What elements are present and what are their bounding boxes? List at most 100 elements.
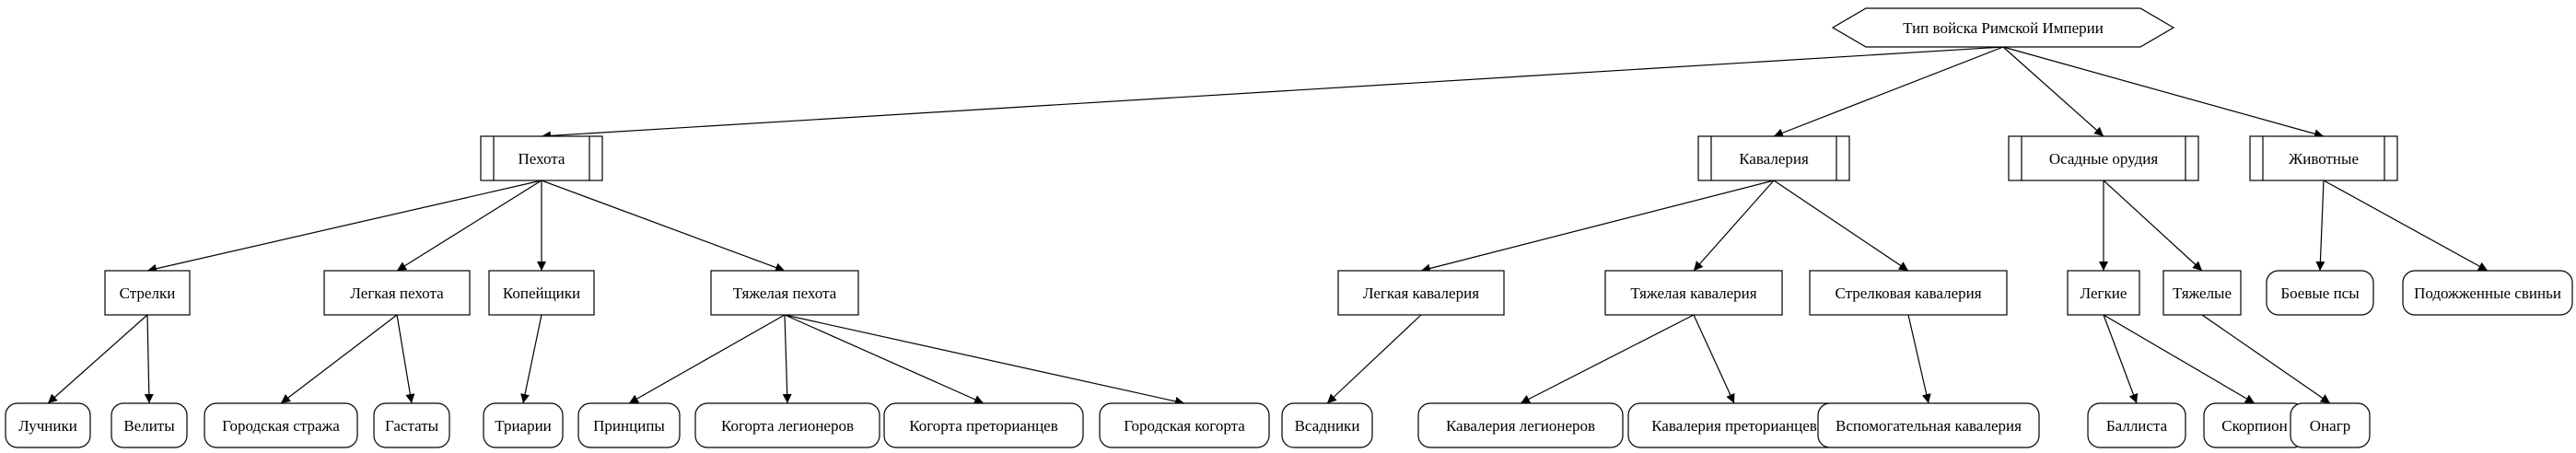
node-shape-rounded-box <box>1417 402 1624 448</box>
node-label-heavy-cavalry: Тяжелая кавалерия <box>1630 285 1756 302</box>
node-label-animals: Животные <box>2289 150 2359 168</box>
node-label-bowmen: Лучники <box>18 417 77 435</box>
node-shape-rounded-box <box>204 402 358 448</box>
node-shape-rounded-box <box>373 402 450 448</box>
node-label-ballista: Баллиста <box>2106 417 2168 435</box>
node-urban-cohort: Городская когорта <box>1099 402 1270 448</box>
node-label-auxiliary-cavalry: Вспомогательная кавалерия <box>1836 417 2022 435</box>
node-label-fire-pigs: Подожженные свиньи <box>2414 285 2561 302</box>
node-label-siege-heavy: Тяжелые <box>2173 285 2232 302</box>
node-root: Тип войска Римской Империи <box>1831 7 2175 48</box>
node-label-legion-cohort: Когорта легионеров <box>721 417 854 435</box>
node-shape-rounded-box <box>577 402 681 448</box>
edge-cavalry-to-light-cavalry <box>1420 180 1775 273</box>
node-shape-box <box>2067 270 2140 316</box>
node-label-heavy-infantry: Тяжелая пехота <box>733 285 837 302</box>
node-horsemen: Всадники <box>1281 402 1373 448</box>
node-shape-rounded-box <box>1281 402 1373 448</box>
node-shape-box <box>1604 270 1783 316</box>
node-label-horsemen: Всадники <box>1295 417 1360 435</box>
node-shape-subroutine-box <box>2008 135 2199 181</box>
node-label-velites: Велиты <box>123 417 175 435</box>
node-spearmen: Копейщики <box>488 270 595 316</box>
node-label-praetorian-cavalry: Кавалерия преторианцев <box>1651 417 1817 435</box>
edge-light-infantry-to-city-guard <box>280 314 398 404</box>
node-label-hastati: Гастаты <box>385 417 439 435</box>
node-legion-cohort: Когорта легионеров <box>694 402 880 448</box>
node-label-light-infantry: Легкая пехота <box>350 285 444 302</box>
node-shape-subroutine-box <box>480 135 603 181</box>
edge-siege-light-to-ballista <box>2103 314 2139 404</box>
edge-heavy-infantry-to-urban-cohort <box>784 314 1185 406</box>
edge-siege-to-siege-heavy <box>2103 180 2203 272</box>
node-siege: Осадные орудия <box>2008 135 2199 181</box>
node-shape-rounded-box <box>883 402 1084 448</box>
node-shape-rounded-box <box>1817 402 2040 448</box>
node-shape-rounded-box <box>5 402 91 448</box>
node-legion-cavalry: Кавалерия легионеров <box>1417 402 1624 448</box>
node-label-missile-cavalry: Стрелковая кавалерия <box>1835 285 1981 302</box>
node-label-cavalry: Кавалерия <box>1739 150 1809 168</box>
node-siege-heavy: Тяжелые <box>2162 270 2242 316</box>
node-triarii: Триарии <box>483 402 564 448</box>
node-label-onager: Онагр <box>2310 417 2350 435</box>
node-shape-rounded-box <box>2402 270 2573 316</box>
edge-animals-to-fire-pigs <box>2323 180 2489 272</box>
node-label-siege-light: Легкие <box>2081 285 2127 302</box>
node-label-spearmen: Копейщики <box>503 285 580 302</box>
edge-heavy-cavalry-to-legion-cavalry <box>1520 314 1695 404</box>
node-label-principes: Принципы <box>593 417 665 435</box>
node-city-guard: Городская стража <box>204 402 358 448</box>
node-missile-cavalry: Стрелковая кавалерия <box>1809 270 2008 316</box>
node-label-siege: Осадные орудия <box>2049 150 2158 168</box>
edge-cavalry-to-heavy-cavalry <box>1693 180 1775 272</box>
node-shape-subroutine-box <box>2249 135 2398 181</box>
node-shape-box <box>1809 270 2008 316</box>
node-label-city-guard: Городская стража <box>222 417 340 435</box>
edge-siege-light-to-scorpion <box>2103 314 2255 404</box>
node-light-cavalry: Легкая кавалерия <box>1337 270 1505 316</box>
node-label-war-dogs: Боевые псы <box>2280 285 2360 302</box>
node-heavy-cavalry: Тяжелая кавалерия <box>1604 270 1783 316</box>
node-shape-rounded-box <box>1099 402 1270 448</box>
node-onager: Онагр <box>2290 402 2371 448</box>
node-praetorian-cohort: Когорта преторианцев <box>883 402 1084 448</box>
edge-cavalry-to-missile-cavalry <box>1773 180 1909 272</box>
edge-heavy-infantry-to-praetorian-cohort <box>784 314 985 404</box>
edge-heavy-infantry-to-legion-cohort <box>782 314 792 404</box>
node-shape-rounded-box <box>694 402 880 448</box>
node-shape-box <box>2162 270 2242 316</box>
node-label-legion-cavalry: Кавалерия легионеров <box>1446 417 1595 435</box>
node-label-urban-cohort: Городская когорта <box>1124 417 1245 435</box>
node-shape-box <box>710 270 859 316</box>
node-shape-rounded-box <box>483 402 564 448</box>
node-animals: Животные <box>2249 135 2398 181</box>
edge-infantry-to-heavy-infantry <box>541 180 786 273</box>
node-shape-rounded-box <box>2290 402 2371 448</box>
node-shape-subroutine-box <box>1697 135 1850 181</box>
node-bowmen: Лучники <box>5 402 91 448</box>
node-label-scorpion: Скорпион <box>2221 417 2288 435</box>
node-shape-box <box>1337 270 1505 316</box>
edge-root-to-animals <box>2002 46 2325 139</box>
node-infantry: Пехота <box>480 135 603 181</box>
node-label-light-cavalry: Легкая кавалерия <box>1363 285 1479 302</box>
node-velites: Велиты <box>111 402 188 448</box>
node-heavy-infantry: Тяжелая пехота <box>710 270 859 316</box>
node-shape-rounded-box <box>2087 402 2186 448</box>
edge-siege-heavy-to-onager <box>2201 314 2331 404</box>
edge-infantry-to-archers <box>146 180 542 273</box>
edge-infantry-to-light-infantry <box>396 180 542 272</box>
node-siege-light: Легкие <box>2067 270 2140 316</box>
edge-root-to-cavalry <box>1773 46 2004 138</box>
edge-root-to-infantry <box>541 46 2004 141</box>
edge-heavy-infantry-to-principes <box>628 314 786 404</box>
node-label-triarii: Триарии <box>495 417 552 435</box>
edges-layer <box>47 46 2489 406</box>
node-principes: Принципы <box>577 402 681 448</box>
edge-root-to-siege <box>2002 46 2104 137</box>
node-war-dogs: Боевые псы <box>2266 270 2374 316</box>
node-hastati: Гастаты <box>373 402 450 448</box>
node-archers: Стрелки <box>104 270 191 316</box>
node-ballista: Баллиста <box>2087 402 2186 448</box>
